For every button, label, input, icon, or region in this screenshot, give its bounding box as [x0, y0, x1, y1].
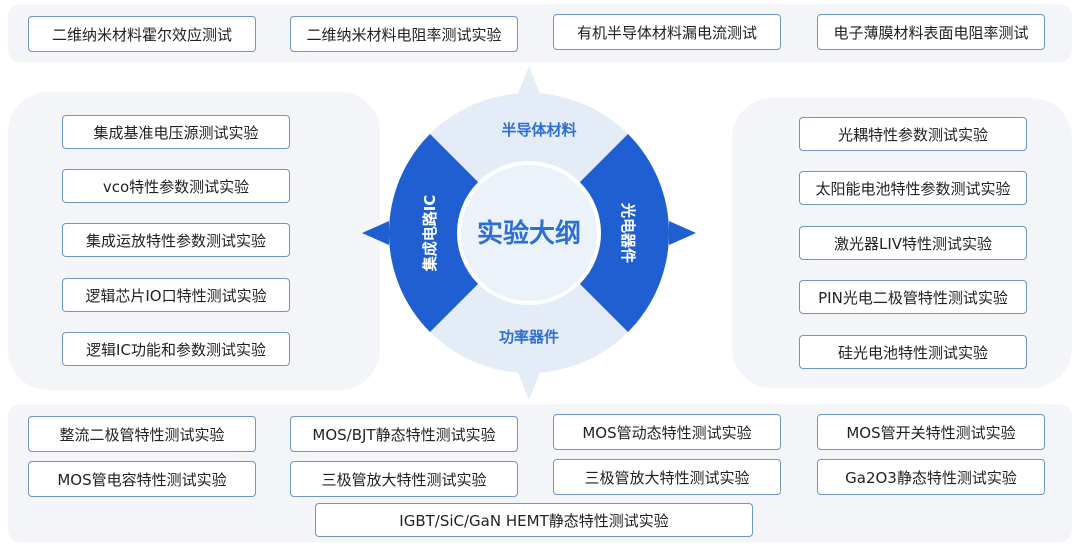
ic-item: vco特性参数测试实验 — [62, 169, 290, 203]
power-item: MOS管动态特性测试实验 — [553, 414, 781, 450]
right-arrow — [669, 221, 696, 245]
optoelectronic-item: 硅光电池特性测试实验 — [799, 335, 1027, 369]
material-item: 二维纳米材料霍尔效应测试 — [28, 16, 256, 52]
power-item: 整流二极管特性测试实验 — [28, 416, 256, 452]
left-segment — [388, 134, 480, 332]
material-item: 有机半导体材料漏电流测试 — [553, 14, 781, 50]
material-item: 二维纳米材料电阻率测试实验 — [290, 16, 518, 52]
power-item: IGBT/SiC/GaN HEMT静态特性测试实验 — [315, 503, 753, 537]
segment-bottom-label: 功率器件 — [499, 328, 559, 346]
power-item: MOS/BJT静态特性测试实验 — [290, 416, 518, 452]
bottom-arrow — [517, 370, 541, 400]
power-item: MOS管电容特性测试实验 — [28, 461, 256, 497]
power-item: MOS管开关特性测试实验 — [817, 414, 1045, 450]
right-segment — [578, 134, 670, 332]
segment-left-label: 集成电路IC — [421, 195, 439, 273]
segment-right-label: 光电器件 — [619, 202, 637, 263]
power-item: 三极管放大特性测试实验 — [290, 461, 518, 497]
optoelectronic-item: 激光器LIV特性测试实验 — [799, 226, 1027, 260]
center-title: 实验大纲 — [477, 218, 581, 249]
ic-item: 逻辑IC功能和参数测试实验 — [62, 332, 290, 366]
power-item: 三极管放大特性测试实验 — [553, 459, 781, 495]
optoelectronic-item: PIN光电二极管特性测试实验 — [799, 280, 1027, 314]
segment-top-label: 半导体材料 — [501, 121, 576, 139]
optoelectronic-item: 太阳能电池特性参数测试实验 — [799, 171, 1027, 205]
power-item: Ga2O3静态特性测试实验 — [817, 459, 1045, 495]
optoelectronic-item: 光耦特性参数测试实验 — [799, 117, 1027, 151]
ic-item: 逻辑芯片IO口特性测试实验 — [62, 278, 290, 312]
material-item: 电子薄膜材料表面电阻率测试 — [817, 14, 1045, 50]
ic-item: 集成运放特性参数测试实验 — [62, 223, 290, 257]
inner-circle — [457, 161, 601, 305]
top-arrow — [517, 66, 541, 96]
left-arrow — [362, 221, 389, 245]
ic-item: 集成基准电压源测试实验 — [62, 115, 290, 149]
